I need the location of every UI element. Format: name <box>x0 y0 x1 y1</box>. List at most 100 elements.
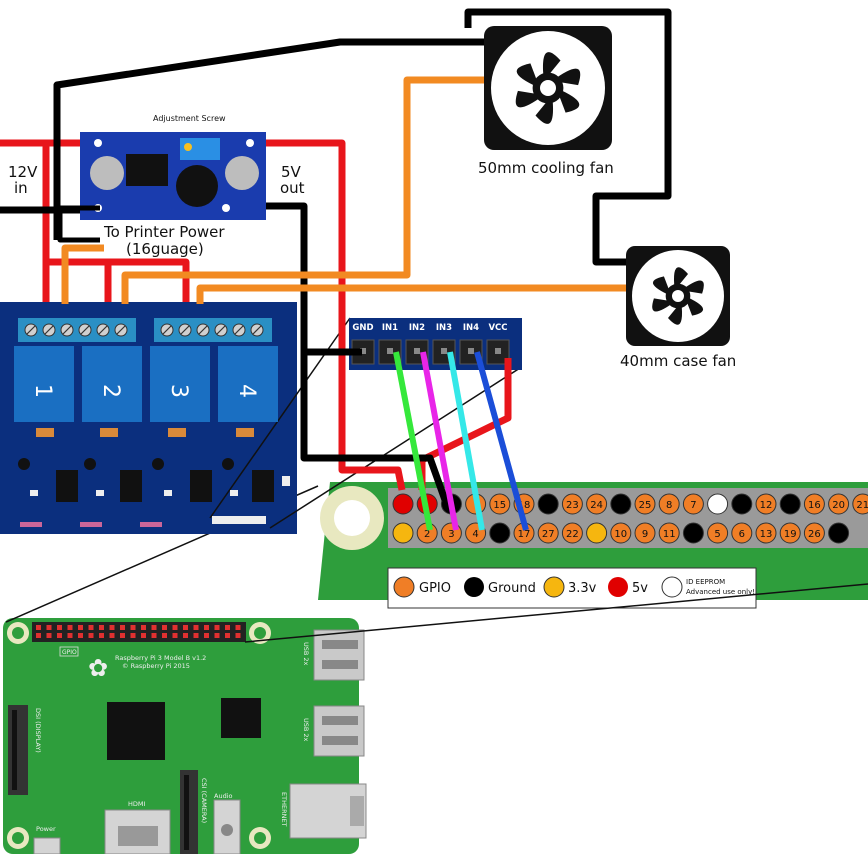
gpio-bottom-pin-9 <box>610 522 632 544</box>
gpio-bottom-pin-15 <box>755 522 777 544</box>
gpio-bottom-pin-label: 4 <box>472 529 478 540</box>
gpio-top-pin-label: 25 <box>639 500 652 511</box>
legend-gpio-label: GPIO <box>419 581 451 596</box>
pi-header-pin <box>99 633 104 638</box>
control-pin-label-gnd: GND <box>352 323 373 333</box>
pi-header-pin <box>46 633 52 638</box>
gpio-top-pin-16 <box>779 493 801 515</box>
gpio-bottom-pin-label: 6 <box>739 529 745 540</box>
wire-red-relay-feed <box>42 143 190 302</box>
terminal-screw-slot <box>198 325 208 335</box>
legend-eeprom-swatch <box>661 576 683 598</box>
gpio-top-pin-8 <box>586 493 608 515</box>
wire-5v-red <box>266 139 406 491</box>
gpio-top-pin-15 <box>755 493 777 515</box>
pi-header-pin <box>183 633 188 638</box>
pi-header-pin <box>57 633 62 638</box>
relay-3-label: 3 <box>166 384 191 398</box>
relay-1: 1 <box>14 346 74 422</box>
pi-header-pin <box>204 633 209 638</box>
input-voltage-label: 12V <box>8 163 38 181</box>
wire-in1-green <box>393 351 433 531</box>
printer-gauge-label: (16guage) <box>126 240 204 258</box>
legend-3v3-label: 3.3v <box>568 581 597 596</box>
gpio-bottom-pin-8 <box>586 522 608 544</box>
gpio-top-pin-label: 15 <box>493 500 506 511</box>
buck-converter: Adjustment Screw <box>80 114 266 220</box>
gpio-bottom-pin-label: 27 <box>542 529 555 540</box>
input-label: in <box>14 179 28 197</box>
gpio-top-pin-6 <box>537 493 559 515</box>
gpio-bottom-pin-label: 26 <box>808 529 821 540</box>
gpio-top-pin-label: 12 <box>760 500 773 511</box>
wire-fan-link-black <box>464 8 672 266</box>
control-pin-label-in1: IN1 <box>382 323 398 333</box>
pi-gpio-pins <box>36 625 241 638</box>
legend-eeprom-sub: Advanced use only! <box>686 588 755 596</box>
control-pin-label-vcc: VCC <box>488 323 507 333</box>
gpio-bottom-pin-16 <box>779 522 801 544</box>
gpio-bottom-pin-label: 11 <box>663 529 676 540</box>
gpio-top-pin-label: 8 <box>666 500 672 511</box>
gpio-bottom-pin-label: 9 <box>642 529 648 540</box>
gpio-bottom-pin-label: 10 <box>614 529 627 540</box>
wire-5v-ground-black <box>266 202 449 502</box>
ethernet-label: ETHERNET <box>280 792 288 827</box>
terminal-screw-slot <box>44 325 54 335</box>
hdmi-label: HDMI <box>128 800 146 808</box>
pi-header-pin <box>67 633 73 638</box>
gpio-bottom-pin-label: 5 <box>714 529 720 540</box>
gpio-bottom-pin-label: 17 <box>518 529 531 540</box>
audio-label: Audio <box>214 792 232 800</box>
wires <box>0 8 672 531</box>
cooling-fan-label: 50mm cooling fan <box>478 159 614 177</box>
terminal-screw-slot <box>116 325 126 335</box>
legend-ground-label: Ground <box>488 581 536 596</box>
printer-power-label: To Printer Power <box>103 223 225 241</box>
control-pin-label-in3: IN3 <box>436 323 452 333</box>
pi-header-pin <box>36 625 41 630</box>
terminal-screw-slot <box>80 325 90 335</box>
pi-header-pin <box>204 625 209 630</box>
pi-header-pin <box>183 625 188 630</box>
gpio-top-pin-label: 16 <box>808 500 821 511</box>
relay-2: 2 <box>82 346 142 422</box>
relay-components <box>18 428 290 527</box>
gpio-bottom-pin-11 <box>658 522 680 544</box>
case-fan-40mm <box>626 246 730 346</box>
usb-port-2 <box>313 705 365 757</box>
raspberry-logo-icon: ✿ <box>88 654 108 682</box>
pi-header-pin <box>120 633 125 638</box>
relay-3: 3 <box>150 346 210 422</box>
micro-usb-power <box>33 837 61 854</box>
pi-header-pin <box>78 633 83 638</box>
cooling-fan-50mm <box>484 26 612 150</box>
legend-ground-swatch <box>464 577 484 597</box>
pi-header-pin <box>193 625 199 630</box>
pi-header-pin <box>235 625 241 630</box>
wire-cooling-fan-orange <box>121 76 486 304</box>
pi-header-pin <box>88 633 94 638</box>
terminal-screw-slot <box>62 325 72 335</box>
gpio-bottom-pin-4 <box>489 522 511 544</box>
raspberry-pi-board: GPIO ✿ Raspberry Pi 3 Model B v1.2 © Ras… <box>3 618 367 854</box>
control-pin-label-in4: IN4 <box>463 323 479 333</box>
gpio-top-pin-label: 23 <box>566 500 579 511</box>
gpio-top-pin-label: 18 <box>518 500 531 511</box>
relay-control-header: GND IN1 IN2 IN3 IN4 VCC <box>349 318 522 370</box>
gpio-bottom-pin-0 <box>392 522 414 544</box>
relay-2-label: 2 <box>98 384 123 398</box>
control-pin-label-in2: IN2 <box>409 323 425 333</box>
control-pin-contact <box>414 348 420 354</box>
pi-header-pin <box>109 633 115 638</box>
gpio-bottom-pin-18 <box>828 522 850 544</box>
pi-header-pin <box>151 633 157 638</box>
pi-header-pin <box>120 625 125 630</box>
gpio-top-pin-10 <box>634 493 656 515</box>
pi-header-pin <box>214 625 220 630</box>
terminal-screw-slot <box>234 325 244 335</box>
pi-header-pin <box>57 625 62 630</box>
pi-header-pin <box>172 633 178 638</box>
gpio-top-pin-0 <box>392 493 414 515</box>
